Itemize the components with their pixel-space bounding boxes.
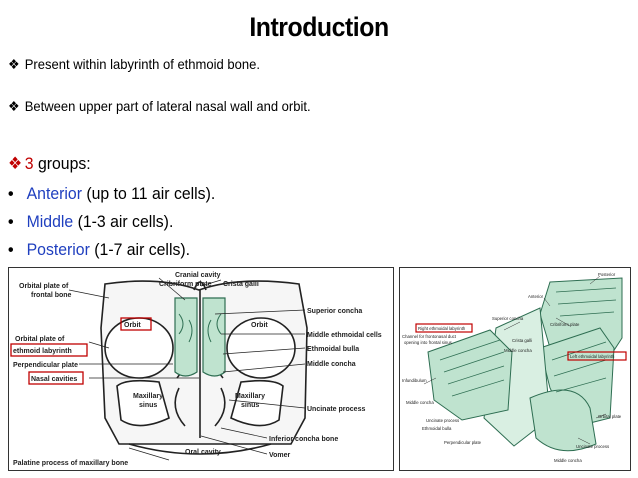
bullet-text: Between upper part of lateral nasal wall…	[24, 98, 311, 114]
label-right-ethmoidal-labyrinth: Right ethmoidal labyrinth	[418, 326, 466, 331]
list-item-posterior: • Posterior (1-7 air cells).	[8, 240, 190, 260]
page-title: Introduction	[249, 12, 389, 42]
diamond-bullet-icon: ❖	[8, 154, 23, 173]
diamond-bullet-icon: ❖	[8, 56, 20, 72]
label-channel-frontonasal: Channel for frontonasal duct	[402, 334, 457, 339]
label-orbital-plate-ethmoid: Orbital plate of	[15, 336, 65, 343]
bullet-location: ❖Present within labyrinth of ethmoid bon…	[8, 56, 260, 73]
groups-label: groups:	[33, 154, 91, 173]
bullet-groups: ❖3 groups:	[8, 154, 91, 174]
label-orbital-plate-ethmoid-2: ethmoid labyrinth	[13, 348, 72, 355]
label-orbital-plate-frontal-2: frontal bone	[31, 292, 72, 299]
label-orbit-left: Orbit	[124, 322, 141, 329]
group-detail: (1-3 air cells).	[73, 212, 174, 231]
label-crista-galli: Crista galli	[223, 281, 259, 288]
group-name: Middle	[26, 212, 74, 231]
group-detail: (1-7 air cells).	[89, 240, 191, 259]
label-maxillary-sinus-right-2: sinus	[241, 402, 259, 409]
label-perpendicular-plate: Perpendicular plate	[13, 362, 78, 369]
label-maxillary-sinus-left-2: sinus	[139, 402, 157, 409]
label-infundibulum: Infundibulum	[402, 378, 427, 383]
label-oral-cavity: Oral cavity	[185, 449, 221, 456]
label-orbit-right: Orbit	[251, 322, 268, 329]
label-uncinate-process: Uncinate process	[307, 406, 365, 413]
dot-bullet-icon: •	[8, 212, 14, 231]
label-ethmoidal-bulla: Ethmoidal bulla	[307, 346, 359, 353]
label-channel-frontonasal-2: opening into frontal sinus	[404, 340, 452, 345]
dot-bullet-icon: •	[8, 184, 14, 203]
label-anterior: Anterior	[528, 294, 544, 299]
label-cribriform-plate: Cribriform plate	[159, 281, 212, 288]
label-superior-concha: Superior concha	[307, 308, 362, 315]
label-middle-concha: Middle concha	[307, 361, 356, 368]
label-inferior-concha-bone: Inferior concha bone	[269, 436, 338, 443]
label-maxillary-sinus-left: Maxillary	[133, 393, 163, 400]
group-detail: (up to 11 air cells).	[81, 184, 216, 203]
bullet-position: ❖Between upper part of lateral nasal wal…	[8, 98, 311, 115]
coronal-section-figure: Cranial cavity Cribriform plate Crista g…	[8, 267, 394, 471]
label-cribriform-plate-3d: Cribriform plate	[550, 322, 580, 327]
label-nasal-cavities: Nasal cavities	[31, 376, 77, 383]
list-item-anterior: • Anterior (up to 11 air cells).	[8, 184, 215, 204]
label-crista-galli-3d: Crista galli	[512, 338, 532, 343]
coronal-section-diagram: Cranial cavity Cribriform plate Crista g…	[10, 272, 382, 467]
label-left-ethmoidal-labyrinth: Left ethmoidal labyrinth	[570, 354, 615, 359]
label-middle-concha-bottom: Middle concha	[554, 458, 582, 463]
label-middle-ethmoidal-cells: Middle ethmoidal cells	[307, 332, 382, 339]
label-middle-concha-3d: Middle concha	[504, 348, 532, 353]
list-item-middle: • Middle (1-3 air cells).	[8, 212, 173, 232]
groups-count: 3	[24, 154, 34, 173]
label-maxillary-sinus-right: Maxillary	[235, 393, 265, 400]
label-orbital-plate-3d: Orbital plate	[598, 414, 622, 419]
label-posterior: Posterior	[598, 272, 616, 277]
label-palatine-process: Palatine process of maxillary bone	[13, 460, 128, 467]
label-middle-concha-lower: Middle concha	[406, 400, 434, 405]
group-name: Posterior	[26, 240, 90, 259]
label-ethmoidal-bulla-3d: Ethmoidal bulla	[422, 426, 452, 431]
label-uncinate-process-lower: Uncinate process	[576, 444, 609, 449]
label-orbital-plate-frontal: Orbital plate of	[19, 283, 69, 290]
ethmoid-bone-diagram: Posterior Anterior Superior concha Cribr…	[402, 272, 627, 463]
ethmoid-bone-figure: Posterior Anterior Superior concha Cribr…	[399, 267, 631, 471]
label-cranial-cavity: Cranial cavity	[175, 272, 221, 279]
diamond-bullet-icon: ❖	[8, 98, 20, 114]
group-name: Anterior	[26, 184, 82, 203]
label-uncinate-process-3d: Uncinate process	[426, 418, 459, 423]
label-perpendicular-plate-3d: Perpendicular plate	[444, 440, 482, 445]
label-superior-concha-3d: Superior concha	[492, 316, 524, 321]
label-vomer: Vomer	[269, 452, 291, 459]
dot-bullet-icon: •	[8, 240, 14, 259]
bullet-text: Present within labyrinth of ethmoid bone…	[24, 56, 260, 72]
